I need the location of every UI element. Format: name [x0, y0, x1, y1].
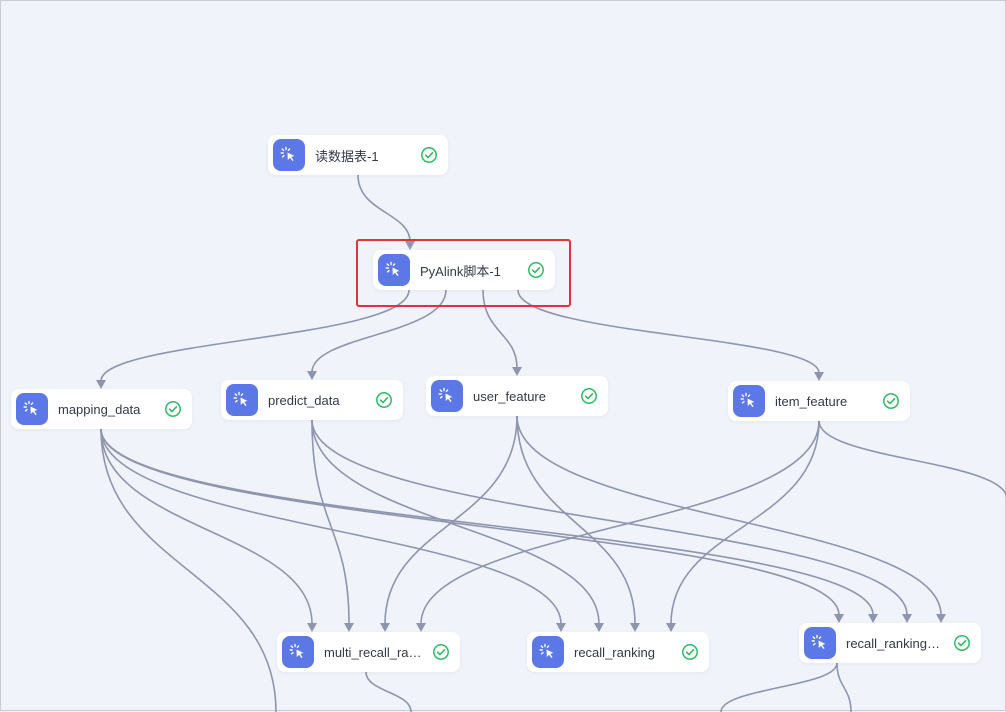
node-pyalink-script[interactable]: PyAlink脚本-1 — [373, 250, 555, 290]
edge-line[interactable] — [100, 428, 277, 712]
node-multi-recall-ranking[interactable]: multi_recall_ran... — [277, 632, 460, 672]
edge-line[interactable] — [100, 428, 562, 625]
edge-line[interactable] — [516, 415, 942, 616]
node-recall-ranking-s[interactable]: recall_ranking_s... — [799, 623, 981, 663]
node-item-feature[interactable]: item_feature — [728, 381, 910, 421]
cursor-click-icon — [804, 627, 836, 659]
edge-line[interactable] — [517, 289, 820, 374]
cursor-click-icon — [282, 636, 314, 668]
edge-arrowhead — [96, 380, 106, 389]
cursor-click-icon — [16, 393, 48, 425]
edge-line[interactable] — [836, 662, 852, 712]
edge-arrowhead — [512, 367, 522, 376]
node-user-feature[interactable]: user_feature — [426, 376, 608, 416]
node-label: mapping_data — [58, 401, 141, 417]
node-read-table[interactable]: 读数据表-1 — [268, 135, 448, 175]
edge-line[interactable] — [100, 289, 410, 382]
edge-arrowhead — [416, 623, 426, 632]
node-label: recall_ranking_s... — [846, 635, 947, 651]
edge-arrowhead — [405, 241, 415, 250]
edge-line[interactable] — [357, 174, 411, 243]
edge-line[interactable] — [311, 419, 350, 625]
edge-arrowhead — [902, 614, 912, 623]
edge-line[interactable] — [516, 415, 636, 625]
edge-arrowhead — [380, 623, 390, 632]
edge-arrowhead — [556, 623, 566, 632]
edge-line[interactable] — [365, 671, 412, 712]
success-check-icon — [527, 261, 545, 279]
node-label: item_feature — [775, 393, 848, 409]
node-mapping-data[interactable]: mapping_data — [11, 389, 192, 429]
node-label: multi_recall_ran... — [324, 644, 426, 660]
edge-line[interactable] — [311, 419, 600, 625]
node-label: PyAlink脚本-1 — [420, 263, 501, 279]
edge-line[interactable] — [420, 420, 820, 625]
edge-line[interactable] — [482, 289, 518, 369]
edge-line[interactable] — [311, 419, 908, 616]
success-check-icon — [580, 387, 598, 405]
edge-arrowhead — [594, 623, 604, 632]
edge-line[interactable] — [384, 415, 518, 625]
success-check-icon — [432, 643, 450, 661]
edge-arrowhead — [307, 371, 317, 380]
edge-arrowhead — [630, 623, 640, 632]
node-recall-ranking[interactable]: recall_ranking — [527, 632, 709, 672]
edge-arrowhead — [344, 623, 354, 632]
edge-line[interactable] — [100, 428, 874, 616]
success-check-icon — [882, 392, 900, 410]
edge-arrowhead — [868, 614, 878, 623]
edge-line[interactable] — [100, 428, 840, 616]
cursor-click-icon — [733, 385, 765, 417]
cursor-click-icon — [378, 254, 410, 286]
node-label: user_feature — [473, 388, 546, 404]
edge-arrowhead — [834, 614, 844, 623]
edge-arrowhead — [307, 623, 317, 632]
node-predict-data[interactable]: predict_data — [221, 380, 403, 420]
cursor-click-icon — [226, 384, 258, 416]
success-check-icon — [375, 391, 393, 409]
edge-line[interactable] — [720, 662, 838, 712]
success-check-icon — [420, 146, 438, 164]
node-label: predict_data — [268, 392, 340, 408]
edge-arrowhead — [814, 372, 824, 381]
edge-line[interactable] — [100, 428, 313, 625]
node-label: recall_ranking — [574, 644, 655, 660]
edge-arrowhead — [936, 614, 946, 623]
edge-line[interactable] — [670, 420, 820, 625]
cursor-click-icon — [431, 380, 463, 412]
cursor-click-icon — [273, 139, 305, 171]
edge-line[interactable] — [311, 289, 447, 373]
success-check-icon — [953, 634, 971, 652]
success-check-icon — [164, 400, 182, 418]
node-label: 读数据表-1 — [315, 148, 379, 164]
edge-line[interactable] — [818, 420, 1006, 499]
cursor-click-icon — [532, 636, 564, 668]
edge-arrowhead — [666, 623, 676, 632]
success-check-icon — [681, 643, 699, 661]
